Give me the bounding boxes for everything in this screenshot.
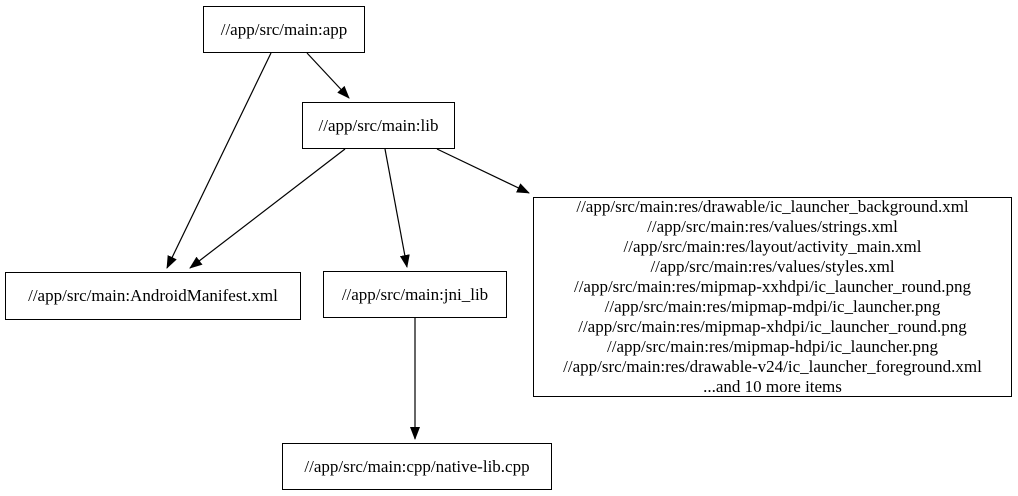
res-file-item: //app/src/main:res/drawable-v24/ic_launc… (563, 357, 982, 376)
node-label-app: //app/src/main:app (220, 19, 348, 39)
node-label-android-manifest: //app/src/main:AndroidManifest.xml (28, 286, 278, 305)
res-file-item: //app/src/main:res/layout/activity_main.… (623, 237, 922, 256)
graph-node-native-lib-cpp: //app/src/main:cpp/native-lib.cpp (282, 443, 552, 490)
res-file-item: //app/src/main:res/values/styles.xml (650, 257, 895, 276)
node-label-native-lib-cpp: //app/src/main:cpp/native-lib.cpp (304, 456, 530, 476)
edge-app-to-lib (306, 52, 350, 99)
res-file-item: //app/src/main:res/mipmap-mdpi/ic_launch… (604, 297, 941, 316)
res-file-item: ...and 10 more items (703, 377, 842, 396)
graph-node-jni-lib: //app/src/main:jni_lib (323, 271, 507, 318)
res-file-item: //app/src/main:res/mipmap-xxhdpi/ic_laun… (573, 277, 972, 296)
res-file-item: //app/src/main:res/mipmap-xhdpi/ic_launc… (578, 317, 967, 336)
res-file-item: //app/src/main:res/values/strings.xml (647, 217, 898, 236)
graph-node-app: //app/src/main:app (203, 6, 365, 53)
node-label-lib: //app/src/main:lib (318, 115, 439, 135)
res-file-item: //app/src/main:res/mipmap-hdpi/ic_launch… (607, 337, 938, 356)
graph-node-android-manifest: //app/src/main:AndroidManifest.xml (5, 272, 301, 320)
node-label-jni-lib: //app/src/main:jni_lib (341, 284, 489, 304)
edge-lib-to-jni_lib (384, 148, 410, 268)
graph-node-lib: //app/src/main:lib (302, 102, 455, 149)
res-file-item: //app/src/main:res/drawable/ic_launcher_… (576, 197, 969, 216)
edge-app-to-manifest (166, 52, 272, 269)
edge-lib-to-manifest (189, 148, 346, 269)
graph-node-res-files: //app/src/main:res/drawable/ic_launcher_… (533, 197, 1012, 397)
edge-lib-to-res (436, 148, 530, 194)
